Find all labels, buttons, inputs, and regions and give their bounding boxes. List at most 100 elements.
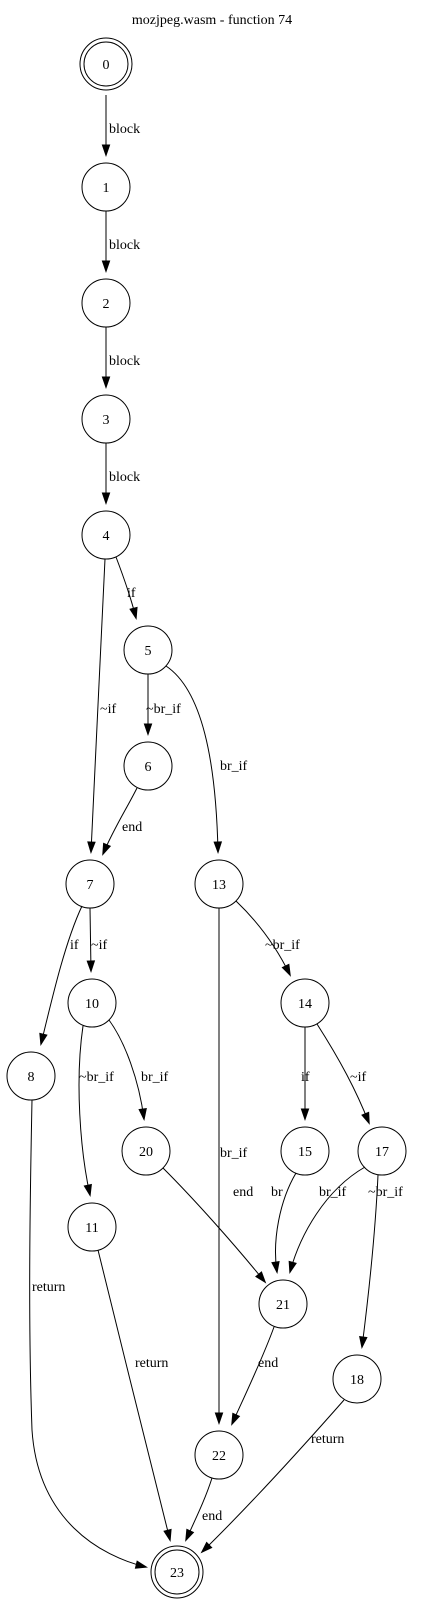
arrowhead xyxy=(101,376,111,390)
edge-label: ~if xyxy=(350,1070,366,1085)
edge-label: return xyxy=(32,1280,65,1295)
node-circle xyxy=(121,1126,171,1176)
edge-3-4: block xyxy=(101,443,140,506)
edge-11-23: return xyxy=(97,1249,172,1542)
node-1: 1 xyxy=(81,162,131,212)
arrowhead xyxy=(361,1111,370,1125)
edge-line xyxy=(108,1019,145,1120)
node-23: 23 xyxy=(150,1545,204,1599)
node-circle xyxy=(194,859,244,909)
node-circle xyxy=(280,978,330,1028)
edge-label: return xyxy=(311,1432,344,1447)
arrowhead xyxy=(359,1336,368,1350)
node-circle xyxy=(67,1202,117,1252)
node-label: 2 xyxy=(103,297,110,312)
arrowhead xyxy=(300,1108,310,1122)
node-circle xyxy=(81,162,131,212)
edge-line xyxy=(289,1166,366,1273)
arrowhead xyxy=(101,492,111,506)
node-3: 3 xyxy=(81,394,131,444)
node-circle xyxy=(150,1545,204,1599)
node-0: 0 xyxy=(79,37,133,91)
node-circle xyxy=(123,741,173,791)
arrowhead xyxy=(281,963,291,977)
arrowhead xyxy=(231,1412,241,1426)
edge-8-23: return xyxy=(29,1099,148,1569)
node-label: 13 xyxy=(212,878,226,893)
arrowhead xyxy=(185,1528,195,1542)
edge-21-22: end xyxy=(231,1326,278,1426)
edge-13-14: ~br_if xyxy=(235,900,300,977)
edge-line xyxy=(231,1326,275,1425)
node-18: 18 xyxy=(332,1354,382,1404)
node-10: 10 xyxy=(67,978,117,1028)
node-7: 7 xyxy=(65,859,115,909)
node-14: 14 xyxy=(280,978,330,1028)
node-label: 14 xyxy=(298,997,312,1012)
edge-label: ~br_if xyxy=(368,1185,403,1200)
node-6: 6 xyxy=(123,741,173,791)
edge-line xyxy=(162,1167,266,1283)
edge-label: return xyxy=(135,1356,168,1371)
node-label: 1 xyxy=(103,181,110,196)
arrowhead xyxy=(101,144,111,158)
edge-5-6: ~br_if xyxy=(143,674,181,737)
edge-line xyxy=(29,1099,147,1568)
node-label: 7 xyxy=(87,878,94,893)
node-circle xyxy=(81,394,131,444)
edge-label: if xyxy=(70,938,79,953)
edge-4-7: ~if xyxy=(87,558,116,855)
node-22: 22 xyxy=(194,1430,244,1480)
edges-layer: blockblockblockblockif~if~br_ifbr_ifendi… xyxy=(29,95,403,1569)
edge-line xyxy=(78,1025,91,1196)
node-4: 4 xyxy=(81,510,131,560)
edge-line xyxy=(97,1249,171,1541)
node-label: 5 xyxy=(145,644,152,659)
node-20: 20 xyxy=(121,1126,171,1176)
node-inner-circle xyxy=(83,41,129,87)
arrowhead xyxy=(255,1271,267,1284)
node-8: 8 xyxy=(6,1051,56,1101)
edge-label: ~br_if xyxy=(79,1070,114,1085)
arrowhead xyxy=(86,960,96,974)
node-2: 2 xyxy=(81,278,131,328)
node-label: 15 xyxy=(298,1145,312,1160)
edge-15-21: br xyxy=(271,1172,297,1275)
arrowhead xyxy=(271,1260,280,1275)
edge-line xyxy=(90,558,106,853)
arrowhead xyxy=(102,842,112,856)
arrowhead xyxy=(83,1183,92,1197)
node-label: 20 xyxy=(139,1145,153,1160)
edge-17-21: br_if xyxy=(288,1166,366,1274)
node-label: 4 xyxy=(103,529,110,544)
node-label: 22 xyxy=(212,1449,226,1464)
edge-line xyxy=(201,1399,345,1553)
arrowhead xyxy=(214,1412,224,1426)
edge-7-8: if xyxy=(39,905,83,1046)
arrowhead xyxy=(213,841,223,855)
edge-label: end xyxy=(202,1509,222,1524)
edge-label: ~if xyxy=(100,702,116,717)
edge-5-13: br_if xyxy=(165,665,248,855)
edge-4-5: if xyxy=(115,556,138,620)
node-circle xyxy=(81,510,131,560)
edge-1-2: block xyxy=(101,211,140,274)
arrowhead xyxy=(134,1560,148,1569)
edge-line xyxy=(165,665,219,853)
arrowhead xyxy=(200,1541,213,1554)
node-15: 15 xyxy=(280,1126,330,1176)
node-circle xyxy=(79,37,133,91)
edge-label: br_if xyxy=(141,1070,169,1085)
edge-label: block xyxy=(109,122,140,137)
node-circle xyxy=(280,1126,330,1176)
edge-label: end xyxy=(258,1356,278,1371)
edge-label: block xyxy=(109,354,140,369)
arrowhead xyxy=(87,841,96,855)
edge-6-7: end xyxy=(102,787,142,856)
arrowhead xyxy=(101,260,111,274)
node-13: 13 xyxy=(194,859,244,909)
graph-title: mozjpeg.wasm - function 74 xyxy=(132,13,292,28)
edge-17-18: ~br_if xyxy=(359,1174,403,1350)
edge-label: br_if xyxy=(220,1146,248,1161)
